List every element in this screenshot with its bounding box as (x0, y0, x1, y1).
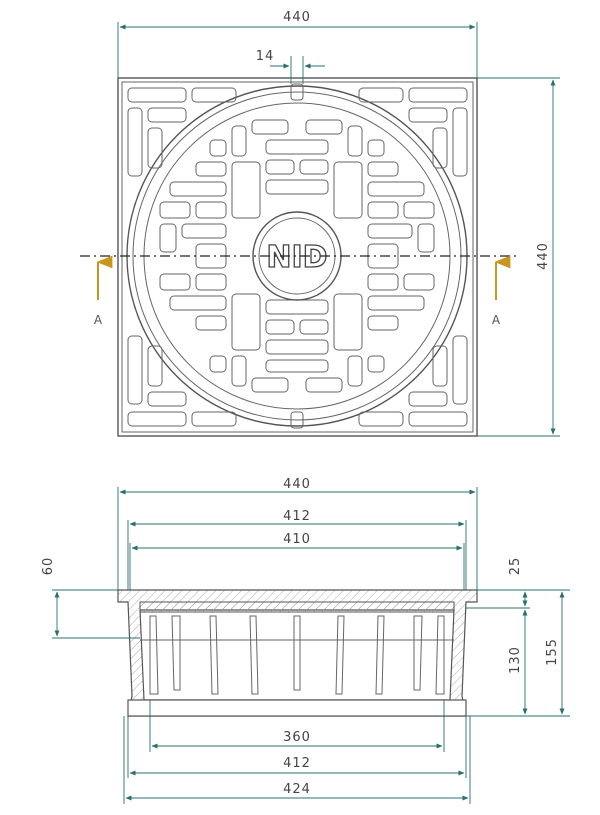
keyhole-top (290, 83, 304, 101)
dim-section-right-1: 25 (466, 557, 570, 609)
dim-plan-height: 440 (477, 77, 560, 437)
dim-section-top-1-label: 440 (283, 477, 311, 492)
dim-section-top-1: 440 (117, 477, 478, 590)
dim-section-right-3-label: 155 (545, 638, 560, 666)
plan-view: NID A A 440 14 440 (80, 10, 560, 437)
dim-section-right-2: 130 (466, 609, 570, 717)
dim-slot-label: 14 (256, 49, 275, 64)
corner-pattern-top-right (358, 87, 468, 177)
dim-section-right-3: 155 (545, 591, 565, 715)
dim-section-left: 60 (41, 557, 140, 639)
dim-section-top-3-label: 410 (283, 532, 311, 547)
corner-pattern-bottom-left (127, 335, 237, 427)
section-label-right: A (492, 313, 501, 327)
lid-grid-pattern (159, 119, 435, 393)
section-view: 440 412 410 360 412 (41, 477, 570, 804)
frame-outer (117, 77, 478, 437)
dim-section-left-label: 60 (41, 557, 56, 576)
logo: NID (252, 211, 342, 301)
dim-section-right-1-label: 25 (508, 557, 523, 576)
dim-section-bottom-2: 412 (127, 716, 467, 778)
dim-slot: 14 (256, 49, 325, 84)
dim-section-bottom-1: 360 (149, 700, 445, 752)
dim-section-bottom-3: 424 (123, 716, 471, 804)
lid-ribs (140, 615, 454, 695)
corner-pattern-bottom-right (358, 335, 468, 427)
section-label-left: A (94, 313, 103, 327)
logo-text: NID (266, 240, 327, 275)
dim-section-top-3: 410 (129, 532, 465, 590)
dim-plan-height-label: 440 (536, 242, 551, 270)
dim-section-top-2: 412 (127, 509, 467, 590)
dim-section-bottom-1-label: 360 (283, 730, 311, 745)
dim-section-bottom-3-label: 424 (283, 782, 311, 797)
keyhole-bottom (290, 411, 304, 429)
dim-section-bottom-2-label: 412 (283, 756, 311, 771)
corner-pattern-top-left (127, 87, 237, 177)
dim-plan-width: 440 (117, 10, 478, 78)
dim-plan-width-label: 440 (283, 10, 311, 25)
dim-section-top-2-label: 412 (283, 509, 311, 524)
dim-section-right-2-label: 130 (508, 646, 523, 674)
